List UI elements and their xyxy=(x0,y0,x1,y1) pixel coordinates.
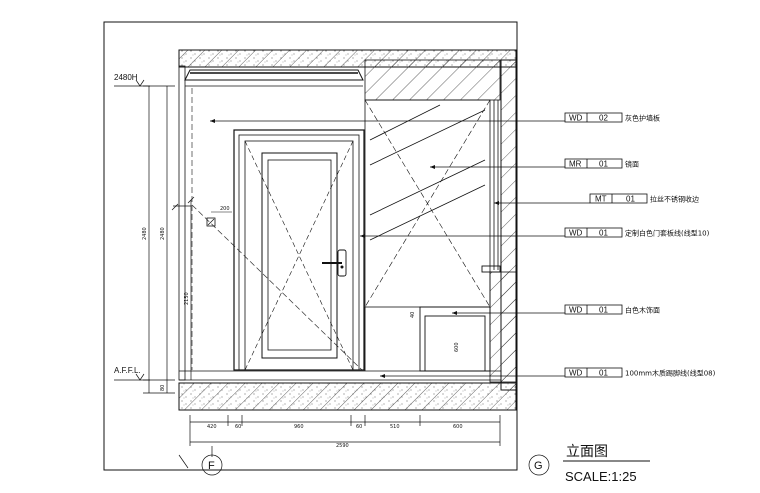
dim-seg-0: 420 xyxy=(207,424,217,430)
callout-num: 01 xyxy=(599,306,608,315)
callout-tag-0: WD 02 灰色护墙板 xyxy=(564,112,660,123)
vertical-door-dim: 2150 xyxy=(184,292,190,305)
ceiling-slab xyxy=(178,49,517,101)
callout-num: 01 xyxy=(599,160,608,169)
grid-bubble-left: F xyxy=(208,460,215,472)
dim-seg-4: 510 xyxy=(390,424,400,430)
left-wall xyxy=(178,65,186,381)
callout-desc: 100mm木质踢脚线(线型08) xyxy=(625,369,716,378)
vertical-base-dim: 80 xyxy=(160,385,166,391)
dim-seg-2: 960 xyxy=(294,424,304,430)
callout-arrows xyxy=(210,119,499,378)
vertical-total-dim-2: 2480 xyxy=(160,227,166,240)
callout-desc: 白色木饰面 xyxy=(625,306,660,315)
dim-total: 2590 xyxy=(336,443,349,449)
callout-tag-4: WD 01 白色木饰面 xyxy=(564,304,660,315)
level-marker-floor: A.F.F.L. xyxy=(114,366,150,381)
callout-desc: 镜面 xyxy=(625,160,639,169)
callout-code: MT xyxy=(595,195,607,204)
drawing-scale: SCALE:1:25 xyxy=(565,469,637,484)
grid-axes xyxy=(178,446,550,476)
mirror-panel xyxy=(364,99,499,308)
vertical-total-dim: 2480 xyxy=(142,227,148,240)
callout-code: WD xyxy=(569,306,583,315)
dim-seg-3: 60 xyxy=(356,424,362,430)
callout-code: MR xyxy=(569,160,582,169)
door xyxy=(233,129,365,371)
cabinet-small-dim: 40 xyxy=(410,312,416,318)
lower-cabinet xyxy=(364,265,501,372)
grid-bubble-right: G xyxy=(534,460,543,472)
callout-num: 01 xyxy=(626,195,635,204)
callout-tag-3: WD 01 定制白色门套板线(线型10) xyxy=(564,227,710,238)
callout-tag-1: MR 01 镜面 xyxy=(564,158,639,169)
callout-num: 01 xyxy=(599,229,608,238)
callout-desc: 拉丝不锈钢收边 xyxy=(650,195,699,204)
callout-num: 02 xyxy=(599,114,608,123)
level-marker-top: 2480H xyxy=(114,73,150,87)
dim-seg-1: 60 xyxy=(235,424,241,430)
callout-tag-5: WD 01 100mm木质踢脚线(线型08) xyxy=(564,367,716,378)
level-floor-label: A.F.F.L. xyxy=(114,366,141,375)
level-top-label: 2480H xyxy=(114,73,138,82)
callout-leaders xyxy=(210,120,590,377)
callout-num: 01 xyxy=(599,369,608,378)
crown-moulding xyxy=(184,69,364,87)
dim-seg-5: 600 xyxy=(453,424,463,430)
floor-slab xyxy=(178,370,517,411)
switch-offset-dim: 200 xyxy=(220,206,230,212)
callout-code: WD xyxy=(569,229,583,238)
door-handle-icon xyxy=(322,249,347,277)
callout-desc: 定制白色门套板线(线型10) xyxy=(625,229,710,238)
bottom-dim-labels: 420 60 960 60 510 600 2590 xyxy=(207,424,463,449)
callout-code: WD xyxy=(569,114,583,123)
drawing-title: 立面图 xyxy=(566,444,608,460)
callout-desc: 灰色护墙板 xyxy=(625,114,660,123)
wall-panel xyxy=(191,88,363,371)
switch-box: 200 xyxy=(206,206,232,227)
vertical-dimensions xyxy=(143,85,195,394)
callout-tag-2: MT 01 拉丝不锈钢收边 xyxy=(589,193,699,204)
right-wall xyxy=(489,59,517,391)
callout-code: WD xyxy=(569,369,583,378)
cabinet-height-dim: 600 xyxy=(454,342,460,352)
bottom-dimensions xyxy=(189,415,501,446)
drawing-frame xyxy=(103,21,518,471)
title-block: 立面图 SCALE:1:25 xyxy=(563,444,650,484)
